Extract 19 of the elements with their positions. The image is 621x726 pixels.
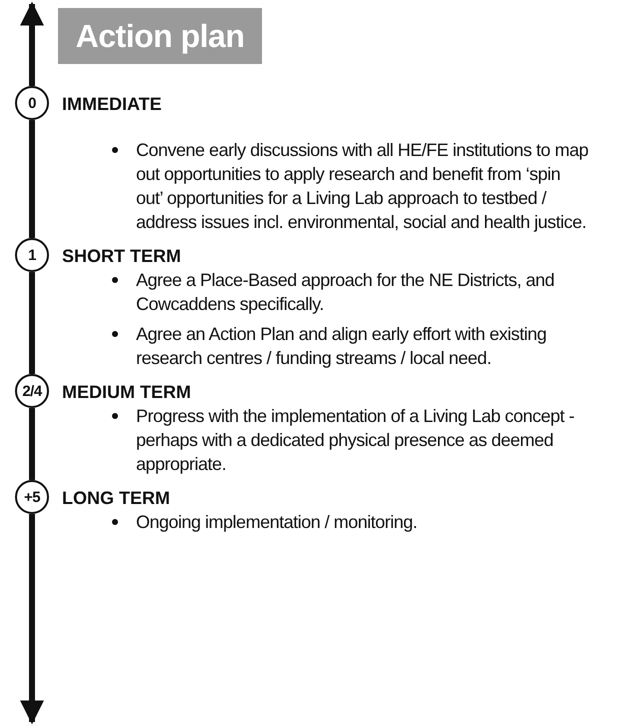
- phase-heading: MEDIUM TERM: [62, 381, 191, 404]
- phase-heading: IMMEDIATE: [62, 93, 162, 116]
- timeline-marker-circle: 0: [15, 86, 49, 120]
- timeline-marker-circle: 1: [15, 238, 49, 272]
- timeline-line: [29, 272, 35, 374]
- phase-heading: SHORT TERM: [62, 245, 181, 268]
- timeline-marker-circle: 2/4: [15, 374, 49, 408]
- bullet-point: Progress with the implementation of a Living Lab concept - perhaps with a dedicated physical presence as deemed appropriate.: [136, 406, 574, 474]
- bullet-point: Agree an Action Plan and align early effort with existing research centres / funding streams / local need.: [136, 324, 546, 368]
- title-banner: Action plan: [58, 8, 262, 64]
- timeline-arrow: [20, 2, 44, 86]
- timeline-line: [29, 120, 35, 238]
- phase-heading: LONG TERM: [62, 487, 170, 510]
- timeline-marker-circle: +5: [15, 480, 49, 514]
- timeline-arrow: [20, 514, 44, 724]
- bullet-point: Ongoing implementation / monitoring.: [136, 512, 418, 532]
- timeline-line: [29, 408, 35, 480]
- bullet-point: Convene early discussions with all HE/FE institutions to map out opportunities to apply research and benefit from ‘spin out’ opportunities for a Living Lab approach to testbed / address issues incl. environmental, social and health justice.: [136, 140, 588, 232]
- bullet-point: Agree a Place-Based approach for the NE Districts, and Cowcaddens specifically.: [136, 270, 554, 314]
